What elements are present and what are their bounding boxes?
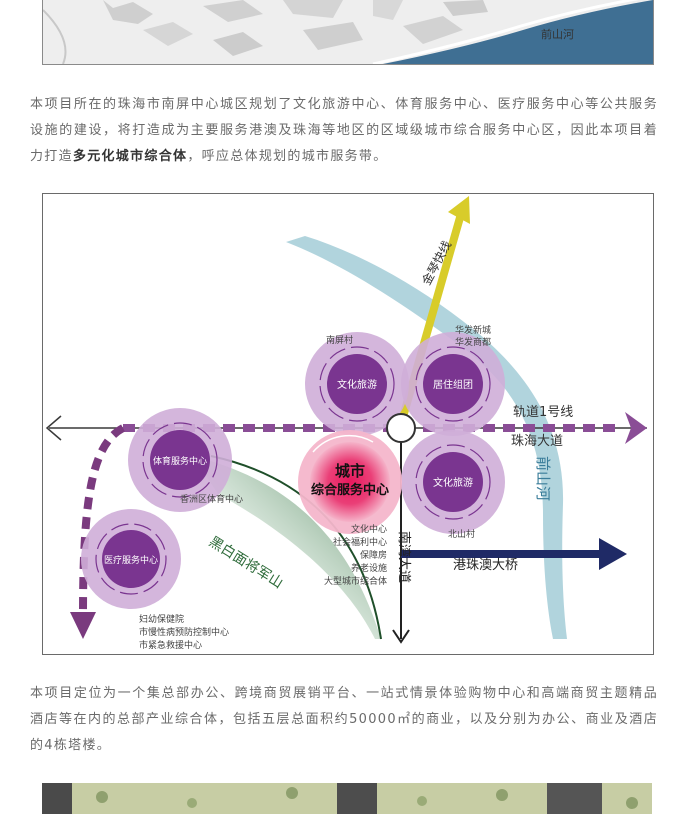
circle-label-culture-right: 文化旅游 [433, 476, 473, 489]
mountain-area [193, 456, 381, 639]
medical-item: 市紧急救援中心 [139, 639, 202, 651]
service-item: 大型城市综合体 [324, 575, 387, 587]
service-list: 文化中心 社会福利中心 保障房 养老设施 大型城市综合体 [324, 523, 387, 587]
circle-label-medical: 医疗服务中心 [104, 554, 158, 566]
medical-list: 妇幼保健院 市慢性病预防控制中心 市紧急救援中心 [139, 613, 229, 651]
hzm-bridge-arrow [599, 538, 627, 570]
label-qianshan-river: 前山河 [534, 456, 552, 501]
label-nanping-village: 南屏村 [326, 334, 353, 346]
zhuhai-avenue-arrow-left [45, 415, 62, 441]
top-map-drawing: 前山河 [43, 0, 653, 64]
medical-item: 市慢性病预防控制中心 [139, 626, 229, 638]
medical-item: 妇幼保健院 [139, 613, 184, 625]
bottom-map-image [42, 783, 652, 814]
positioning-paragraph: 本项目定位为一个集总部办公、跨境商贸展销平台、一站式情景体验购物中心和高端商贸主… [30, 686, 658, 753]
label-nanwan-avenue: 南湾大道 [396, 531, 412, 583]
jinqin-expressway-arrow [448, 196, 470, 224]
intro-text-end: ，呼应总体规划的城市服务带。 [187, 149, 388, 164]
circle-label-sports: 体育服务中心 [153, 455, 207, 467]
circle-medical: 医疗服务中心 [81, 509, 181, 609]
top-map-river-label: 前山河 [541, 27, 574, 41]
circle-label-residential: 居住组团 [433, 378, 473, 391]
center-label-line1: 城市 [335, 462, 365, 480]
label-zhuhai-avenue: 珠海大道 [511, 434, 563, 449]
qianshan-river [286, 236, 567, 639]
circle-culture-top: 文化旅游 [305, 332, 409, 436]
nanwan-avenue-arrow [392, 629, 410, 644]
label-huafa-new-city: 华发新城 [455, 324, 491, 336]
rail-line-arrow [625, 412, 647, 444]
circle-culture-right: 文化旅游 [401, 430, 505, 534]
top-map-image: 前山河 [42, 0, 654, 65]
label-hzm-bridge: 港珠澳大桥 [453, 557, 518, 573]
service-item: 社会福利中心 [333, 536, 387, 548]
service-item: 养老设施 [351, 562, 387, 574]
bottom-map-drawing [42, 783, 652, 814]
label-rail-line: 轨道1号线 [513, 405, 573, 420]
circle-label-culture-top: 文化旅游 [337, 378, 377, 391]
circle-sports: 体育服务中心 [128, 408, 232, 512]
service-item: 保障房 [360, 549, 387, 561]
intro-highlight: 多元化城市综合体 [72, 149, 188, 164]
medical-axis-arrow [70, 612, 96, 639]
label-mountain: 黑白面将军山 [206, 534, 286, 592]
center-label-line2: 综合服务中心 [311, 482, 389, 498]
circle-city-service-center: 城市 综合服务中心 [298, 430, 402, 534]
intro-paragraph: 本项目所在的珠海市南屏中心城区规划了文化旅游中心、体育服务中心、医疗服务中心等公… [30, 92, 658, 170]
intro-text: 本项目所在的珠海市南屏中心城区规划了文化旅游中心、体育服务中心、医疗服务中心等公… [30, 97, 658, 164]
label-huafa-mall: 华发商都 [455, 336, 491, 348]
service-item: 文化中心 [351, 523, 387, 535]
label-xiangzhou-sports: 香洲区体育中心 [180, 493, 243, 505]
planning-diagram-svg: 文化旅游 居住组团 文化旅游 体育服务中心 医疗服务中心 [45, 196, 647, 651]
medical-axis-dashed [79, 424, 126, 615]
planning-diagram: 文化旅游 居住组团 文化旅游 体育服务中心 医疗服务中心 [42, 193, 654, 655]
label-beishan-village: 北山村 [448, 528, 475, 540]
circle-residential: 居住组团 [401, 332, 505, 436]
junction-node [386, 413, 416, 443]
